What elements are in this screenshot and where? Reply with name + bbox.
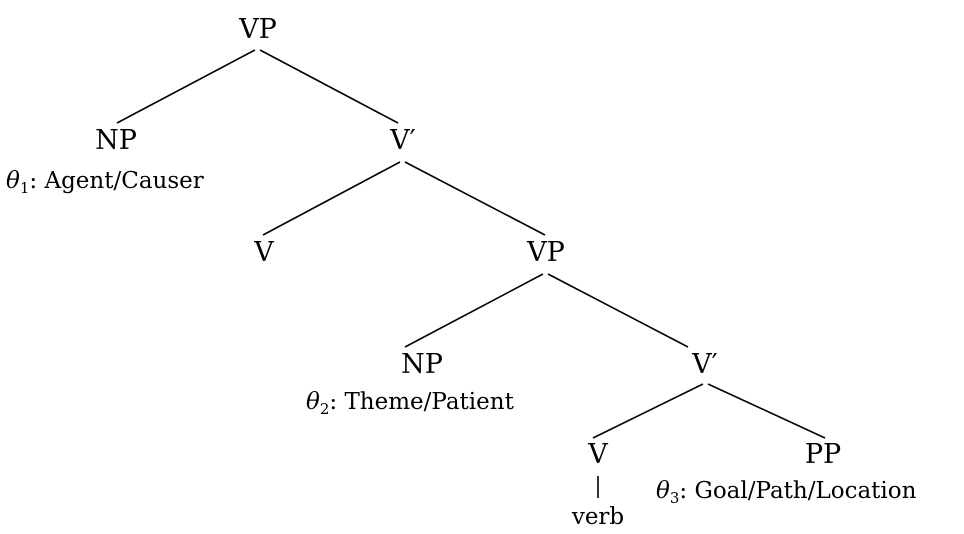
node-vbar-1: V′ xyxy=(389,125,416,156)
node-vp-top: VP xyxy=(238,14,277,45)
edge-vbar1-vp2 xyxy=(404,161,546,236)
edge-vp2-np2 xyxy=(404,273,544,348)
node-vbar-2: V′ xyxy=(691,349,718,380)
edge-vp2-vbar2 xyxy=(547,273,689,348)
role-label-1: θ1: Agent/Causer xyxy=(6,168,204,197)
theta-index: 2 xyxy=(320,400,330,418)
edge-vbar1-v1 xyxy=(262,161,401,236)
theta-symbol: θ xyxy=(306,389,320,415)
node-np-1: NP xyxy=(95,125,137,156)
role-label-3: θ3: Goal/Path/Location xyxy=(656,478,917,507)
leaf-verb: verb xyxy=(571,504,624,530)
role-label-2: θ2: Theme/Patient xyxy=(306,389,515,418)
theta-index: 1 xyxy=(20,179,30,197)
role-text: : Goal/Path/Location xyxy=(679,478,916,504)
role-text: : Agent/Causer xyxy=(29,168,203,194)
node-np-2: NP xyxy=(401,349,443,380)
theta-symbol: θ xyxy=(656,478,670,504)
node-v-1: V xyxy=(253,237,274,268)
edge-vbar2-pp xyxy=(707,383,826,439)
theta-index: 3 xyxy=(670,489,680,507)
edge-vp-np1 xyxy=(116,49,256,124)
node-pp: PP xyxy=(805,439,841,470)
edge-vp-vbar1 xyxy=(259,49,399,124)
node-vp-2: VP xyxy=(526,237,565,268)
edge-vbar2-v2 xyxy=(592,383,704,439)
node-v-2: V xyxy=(587,439,608,470)
theta-symbol: θ xyxy=(6,168,20,194)
role-text: : Theme/Patient xyxy=(329,389,514,415)
